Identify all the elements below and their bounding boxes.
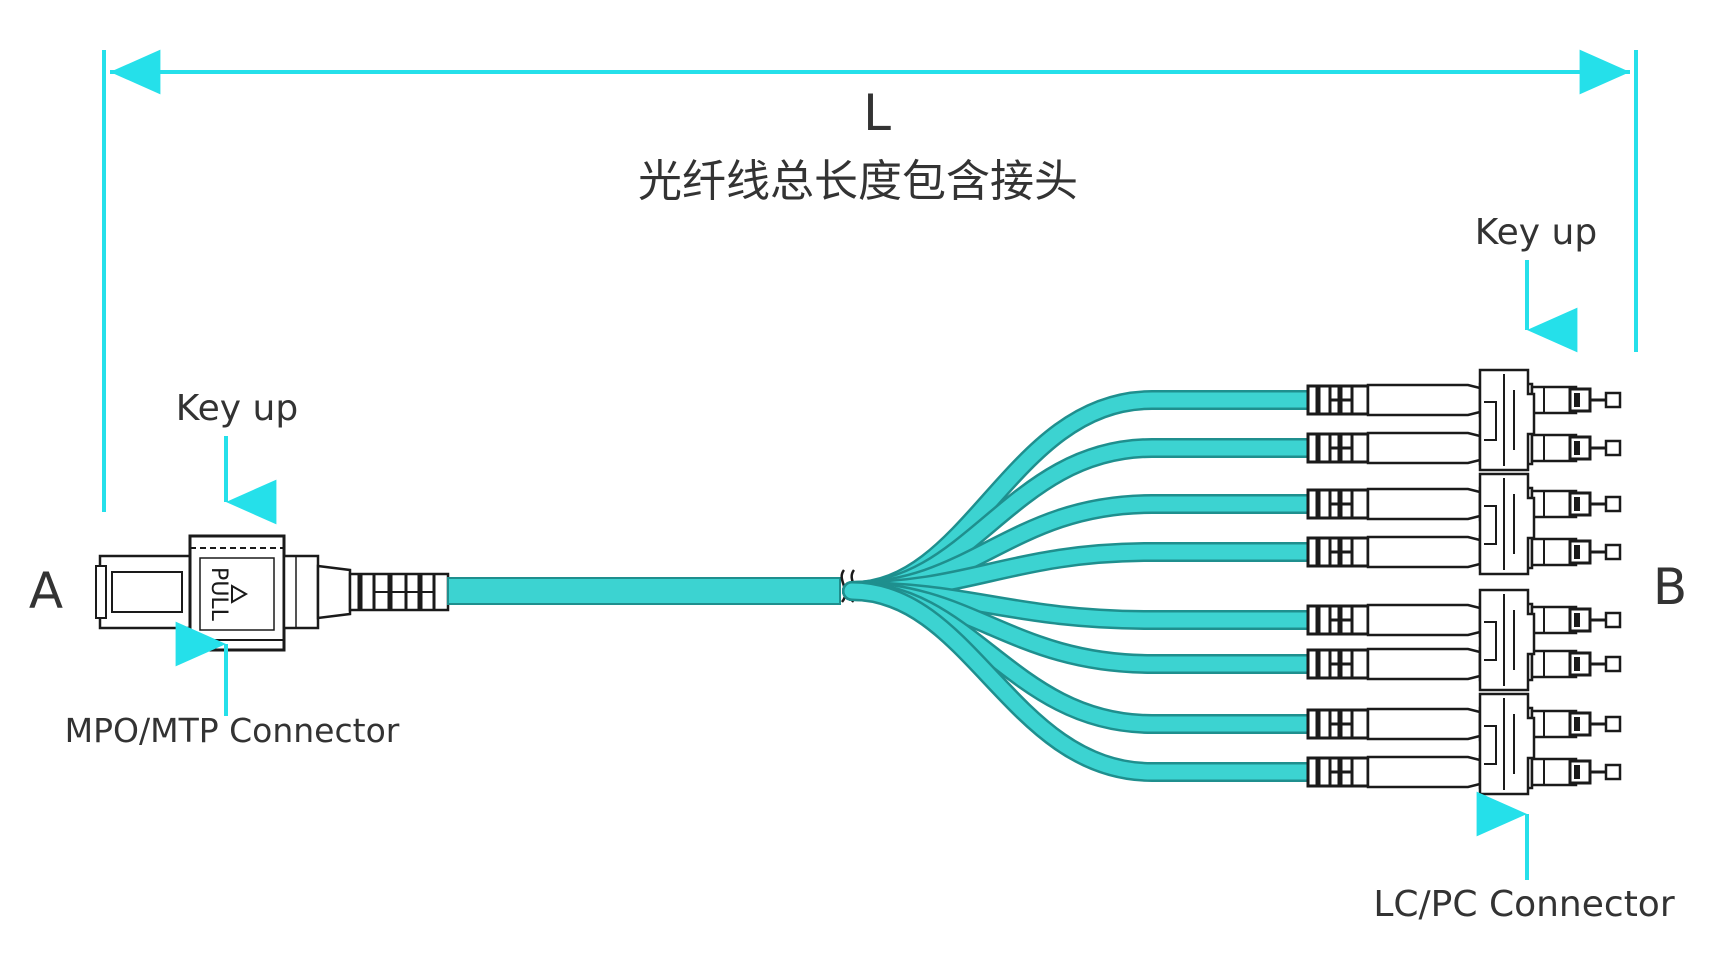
dimension-caption: 光纤线总长度包含接头 bbox=[638, 156, 1078, 207]
lc-connectors bbox=[1308, 368, 1620, 796]
lc-connector-1 bbox=[1308, 384, 1620, 416]
end-a: A Key up PULL bbox=[29, 388, 450, 750]
lc-duplex-clip-2 bbox=[1478, 472, 1536, 576]
lc-duplex-clip-1 bbox=[1478, 368, 1536, 472]
end-b-label: B bbox=[1653, 558, 1687, 616]
lc-connector-8 bbox=[1308, 756, 1620, 788]
fanout-fibers bbox=[842, 390, 1318, 782]
end-a-connector-label: MPO/MTP Connector bbox=[65, 711, 400, 750]
end-b-key-label: Key up bbox=[1475, 212, 1597, 253]
pull-text: PULL bbox=[206, 567, 231, 622]
lc-connector-5 bbox=[1308, 604, 1620, 636]
end-a-key-label: Key up bbox=[176, 388, 298, 429]
lc-connector-6 bbox=[1308, 648, 1620, 680]
length-dimension: L 光纤线总长度包含接头 bbox=[102, 49, 1638, 512]
end-b: B Key up LC/PC Connector bbox=[1373, 212, 1687, 925]
lc-connector-7 bbox=[1308, 708, 1620, 740]
lc-duplex-clip-4 bbox=[1478, 692, 1536, 796]
lc-duplex-clip-3 bbox=[1478, 588, 1536, 692]
lc-connector-2 bbox=[1308, 432, 1620, 464]
end-a-label: A bbox=[29, 562, 63, 620]
trunk-cable bbox=[447, 569, 857, 605]
end-b-connector-label: LC/PC Connector bbox=[1373, 884, 1674, 925]
fiber-8 bbox=[844, 583, 1316, 780]
dimension-label: L bbox=[863, 84, 891, 142]
lc-connector-3 bbox=[1308, 488, 1620, 520]
pull-direction-icon bbox=[231, 584, 249, 604]
mpo-connector: PULL bbox=[95, 534, 450, 652]
lc-connector-4 bbox=[1308, 536, 1620, 568]
